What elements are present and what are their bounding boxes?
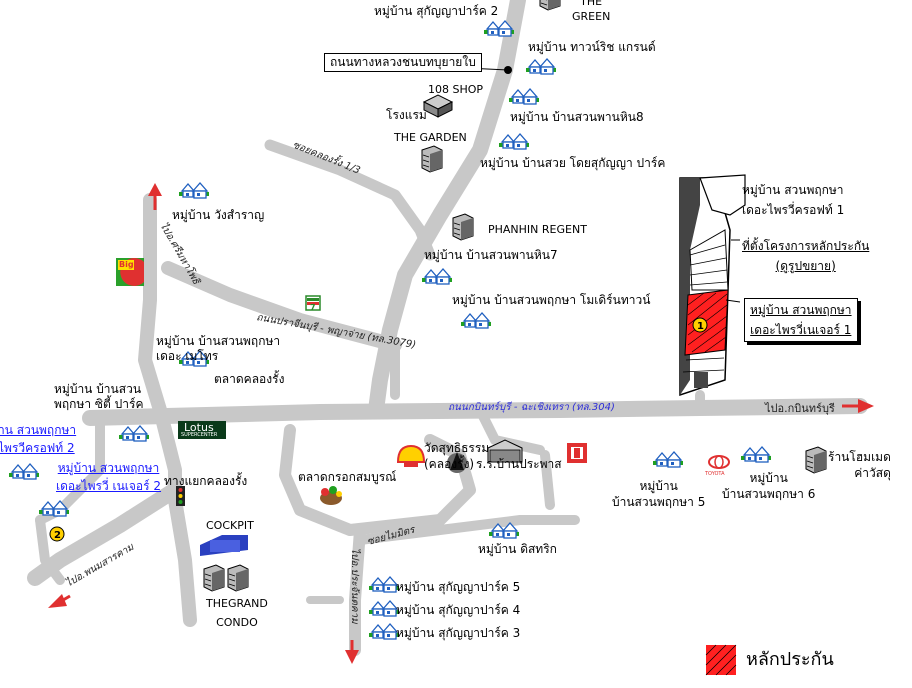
label-pruksa-soft1: หมู่บ้าน สวนพฤกษา เดอะไพรวี่ครอฟท์ 1 (742, 183, 845, 217)
label-lotus: Lotus (184, 421, 214, 434)
label-phanhin-regent: PHANHIN REGENT (488, 223, 587, 236)
house-icon-suay (498, 133, 530, 150)
house-icon-disrik (488, 522, 520, 539)
label-hardware: ร้านโฮมเมด ค่าวัสดุ (828, 450, 891, 480)
label-108-shop: 108 SHOP (428, 83, 484, 96)
shop-108-icon (422, 94, 454, 118)
cockpit-icon (200, 535, 248, 556)
label-wat: วัดสุทธิธรรม (คลองรั้ง) (424, 441, 490, 471)
label-sukanya3: หมู่บ้าน สุกัญญาปาร์ค 3 (396, 626, 521, 640)
highway-3079 (161, 261, 402, 352)
label-suanphanhin8: หมู่บ้าน บ้านสวนพานหิน8 (510, 110, 644, 124)
label-pruksa-manager1[interactable]: หมู่บ้าน สวนพฤกษา เดอะไพรวี่เนเจอร์ 1 (744, 298, 858, 342)
traffic-light-icon (176, 486, 185, 506)
soi-khlong-rung-road (264, 139, 436, 261)
road-spur-right (475, 405, 545, 455)
label-bigc: Big (119, 260, 134, 269)
house-icon-sukanya4 (368, 600, 400, 617)
label-suay-sukanya: หมู่บ้าน บ้านสวย โดยสุกัญญา ปาร์ค (480, 156, 666, 170)
label-pruksa-soft2-b[interactable]: ไพรวีครอฟท์ 2 (0, 441, 75, 455)
road-label-to-kabinburi: ไปอ.กบินทร์บุรี (764, 402, 835, 415)
building-icon-green (539, 0, 561, 11)
label-sukanya4: หมู่บ้าน สุกัญญาปาร์ค 4 (396, 603, 521, 617)
lotus-icon (178, 421, 226, 439)
house-icon-marker2 (38, 500, 70, 517)
shell-icon (396, 444, 426, 467)
label-school: ร.ร.บ้านประพาส (476, 457, 562, 471)
label-townrich: หมู่บ้าน ทาวน์ริช แกรนด์ (528, 40, 656, 54)
building-icon-condo-b (227, 564, 249, 592)
label-city-park: หมู่บ้าน บ้านสวน พฤกษา ซิตี้ ปาร์ค (54, 382, 144, 411)
house-icon-sukanya2 (483, 20, 515, 37)
legend-swatch (705, 644, 737, 676)
legend-label: หลักประกัน (746, 649, 834, 670)
label-pruksa5: หมู่บ้าน บ้านสวนพฤกษา 5 (612, 479, 706, 509)
road-spur-mid (540, 450, 555, 510)
label-ring-road: ถนนทางหลวงชนบทบุยายใบ (324, 53, 482, 72)
label-pruksa-soft2-a[interactable]: าน สวนพฤกษา (0, 423, 77, 437)
svg-text:7: 7 (310, 303, 316, 312)
house-icon-suanphanhin8 (508, 88, 540, 105)
project-site-shape (679, 174, 746, 397)
ring-road-dot (504, 66, 512, 74)
label-modern-town: หมู่บ้าน บ้านสวนพฤกษา โมเดิร์นทาวน์ (452, 293, 651, 307)
marker-2: 2 (49, 526, 65, 542)
label-suanphanhin7: หมู่บ้าน บ้านสวนพานหิน7 (424, 248, 558, 262)
label-cockpit: COCKPIT (206, 519, 254, 532)
soi-maimitr-road (355, 515, 580, 545)
school-icon (487, 439, 523, 463)
label-toyota: TOYOTA (705, 471, 725, 477)
label-project-site[interactable]: ที่ตั้งโครงการหลักประกัน (ดูรูปขยาย) (742, 239, 870, 273)
label-market-somboon: ตลาดกรอกสมบูรณ์ (298, 470, 397, 484)
marker-1: 1 (692, 317, 708, 333)
building-icon-regent (452, 213, 474, 241)
road-south (349, 524, 366, 656)
house-icon-modern (460, 312, 492, 329)
building-icon-condo-a (203, 564, 225, 592)
dealer-icon-red (567, 443, 587, 463)
market-basket-icon (320, 486, 342, 505)
house-icon-townrich (525, 58, 557, 75)
label-disrik: หมู่บ้าน ดิสทริก (478, 542, 557, 556)
big-c-icon (116, 258, 144, 287)
house-icon-suanphanhin7 (421, 268, 453, 285)
label-sukanya5: หมู่บ้าน สุกัญญาปาร์ค 5 (396, 580, 521, 594)
label-lotus-sub: SUPERCENTER (181, 432, 218, 438)
house-icon-pruksa6 (740, 446, 772, 463)
left-ring-road (138, 193, 182, 507)
label-metro: หมู่บ้าน บ้านสวนพฤกษา เดอะ เมโทร (156, 334, 281, 363)
label-pruksa-manager2[interactable]: หมู่บ้าน สวนพฤกษา เดอะไพรวี่ เนเจอร์ 2 (56, 461, 162, 493)
label-pruksa6: หมู่บ้าน บ้านสวนพฤกษา 6 (722, 471, 816, 501)
label-sukanya2: หมู่บ้าน สุกัญญาปาร์ค 2 (374, 4, 499, 18)
house-icon-city-park (118, 425, 150, 442)
road-left-spur (35, 515, 65, 585)
label-the-green: THE GREEN (572, 0, 611, 23)
highway-304 (82, 398, 868, 426)
road-label-to-prachantakham: ไปอ.ประจันตคาม (349, 548, 361, 625)
leader-manager1 (725, 299, 741, 303)
svg-text:2: 2 (54, 530, 61, 541)
label-market-khlong-rung: ตลาดคลองรั้ง (214, 372, 285, 386)
house-icon-wangsamran (178, 182, 210, 199)
seven-eleven-icon: 7 (305, 295, 321, 312)
house-icon-sukanya5 (368, 576, 400, 593)
road-junction-south (168, 493, 197, 627)
svg-text:1: 1 (697, 321, 704, 332)
road-label-304: ถนนกบินทร์บุรี - ฉะเชิงเทรา (ทล.304) (448, 401, 615, 413)
label-junction: ทางแยกคลองรั้ง (164, 474, 248, 488)
house-icon-manager2 (8, 463, 40, 480)
label-grand-condo: THEGRAND CONDO (206, 597, 268, 629)
label-wangsamran: หมู่บ้าน วังสำราญ (172, 208, 265, 222)
label-the-garden: THE GARDEN (394, 131, 467, 144)
house-icon-pruksa5 (652, 451, 684, 468)
toyota-icon (708, 455, 730, 469)
temple-icon (447, 452, 467, 473)
building-icon-garden (421, 145, 443, 173)
house-icon-sukanya3 (368, 623, 400, 640)
label-hotel: โรงแรม (386, 108, 427, 122)
